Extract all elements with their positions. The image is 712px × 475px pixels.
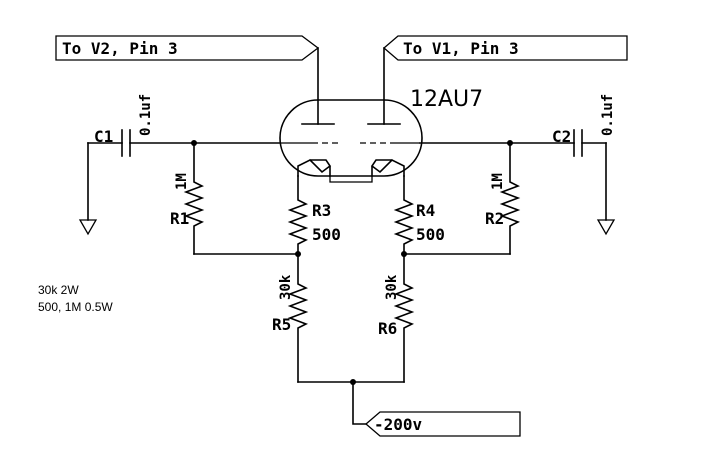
r3-resistor: R3 500 xyxy=(287,175,341,255)
r1-resistor: R1 1M xyxy=(170,142,205,255)
r4-body xyxy=(393,175,415,255)
c2-ref: C2 xyxy=(552,127,571,146)
connector-label-left: To V2, Pin 3 xyxy=(62,39,178,58)
r4-value: 500 xyxy=(416,225,445,244)
tube-envelope xyxy=(279,99,423,177)
c1-value: 0.1uf xyxy=(138,94,154,136)
r1-value: 1M xyxy=(174,173,190,190)
r1-body xyxy=(183,142,205,255)
cathode-left xyxy=(297,158,332,177)
r6-value: 30k xyxy=(384,274,400,300)
cathode-right xyxy=(370,158,405,177)
r3-value: 500 xyxy=(312,225,341,244)
note-line-2: 500, 1M 0.5W xyxy=(38,300,113,314)
connector-flag-supply xyxy=(365,411,521,437)
connector-flag-left xyxy=(55,35,320,61)
r2-value: 1M xyxy=(490,173,506,190)
r6-ref: R6 xyxy=(378,319,397,338)
connector-flag-right xyxy=(383,35,628,61)
connector-label-right: To V1, Pin 3 xyxy=(403,39,519,58)
r2-body xyxy=(499,142,521,255)
r3-body xyxy=(287,175,309,255)
heater-link xyxy=(329,176,373,183)
r4-ref: R4 xyxy=(416,201,435,220)
ground-symbol-right xyxy=(596,219,616,236)
r5-body xyxy=(287,253,309,383)
r2-resistor: R2 1M xyxy=(485,142,521,255)
r5-resistor: R5 30k xyxy=(272,253,309,383)
r5-value: 30k xyxy=(278,274,294,300)
r5-ref: R5 xyxy=(272,315,291,334)
ground-symbol-left xyxy=(78,219,98,236)
r3-ref: R3 xyxy=(312,201,331,220)
c1-capacitor: C1 0.1uf xyxy=(87,94,281,157)
r4-resistor: R4 500 xyxy=(393,175,445,255)
supply-label: -200v xyxy=(374,415,423,434)
r6-body xyxy=(393,253,415,383)
r6-resistor: R6 30k xyxy=(378,253,415,383)
c2-capacitor: C2 0.1uf xyxy=(419,94,616,157)
c1-ref: C1 xyxy=(94,127,113,146)
c2-value: 0.1uf xyxy=(600,94,616,136)
r1-ref: R1 xyxy=(170,209,189,228)
r2-ref: R2 xyxy=(485,209,504,228)
tube-part-label: 12AU7 xyxy=(410,87,483,112)
connector-to-v2-pin3: To V2, Pin 3 xyxy=(55,35,320,61)
connector-supply: -200v xyxy=(365,411,521,437)
tube-12au7: 12AU7 xyxy=(279,87,483,183)
wire-to-supply xyxy=(352,381,367,425)
note-line-1: 30k 2W xyxy=(38,283,79,297)
connector-to-v1-pin3: To V1, Pin 3 xyxy=(383,35,628,61)
